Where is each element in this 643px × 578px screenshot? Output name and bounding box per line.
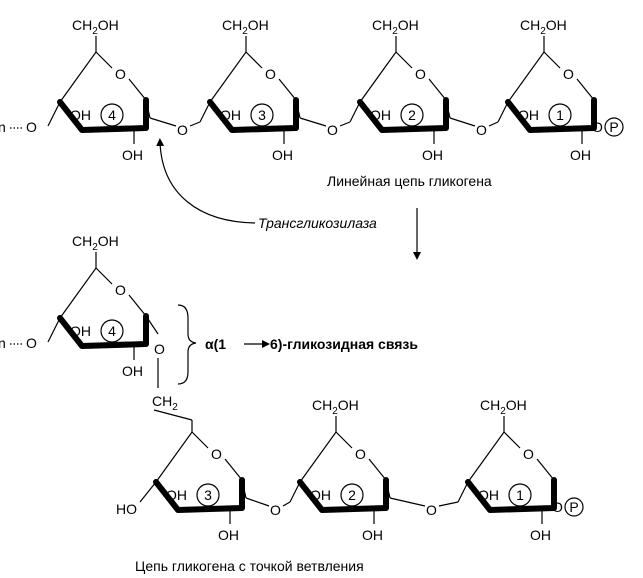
ring-number-circle: [548, 103, 572, 127]
ch2oh-group: CH2OH: [72, 233, 119, 253]
c4-oxygen: O: [26, 335, 37, 351]
branch-ch2: CH2: [152, 393, 178, 413]
ring-number-circle: [100, 319, 124, 343]
bond-label-prefix: α(1: [205, 336, 226, 352]
ring-number: 2: [408, 107, 416, 123]
oh-c3: OH: [310, 487, 331, 503]
oh-c3: OH: [518, 107, 539, 123]
phosphate-circle: [564, 497, 584, 517]
bond-top-3-2-left: [299, 117, 327, 127]
phosphate-label: P: [609, 119, 618, 135]
ring-number: 3: [258, 107, 266, 123]
bond-top-3-2-right: [339, 121, 351, 127]
bond-bottom-3-2-right: [282, 501, 291, 507]
ring-number: 2: [348, 487, 356, 503]
ring-number: 1: [516, 487, 524, 503]
oh-c2: OH: [218, 527, 239, 543]
branched-chain-caption: Цепь гликогена с точкой ветвления: [135, 558, 364, 574]
ring-oxygen: O: [115, 66, 126, 82]
phosphate-label: P: [569, 499, 578, 515]
ring-oxygen: O: [115, 282, 126, 298]
oh-c3: OH: [478, 487, 499, 503]
enzyme-label: Трансгликозилаза: [258, 215, 377, 231]
ch2oh-group: CH2OH: [312, 397, 359, 417]
c4-oxygen: O: [26, 119, 37, 135]
linear-chain-caption: Линейная цепь гликогена: [327, 173, 492, 189]
ring-number: 4: [108, 323, 116, 339]
oh-c3: OH: [70, 107, 91, 123]
bond-brace: [177, 304, 197, 385]
branch-c1-bond: [145, 315, 159, 335]
oh-c2: OH: [122, 147, 143, 163]
ring-oxygen: O: [415, 66, 426, 82]
ring-number-circle: [250, 103, 274, 127]
ring-number: 4: [108, 107, 116, 123]
ring-number: 1: [556, 107, 564, 123]
chain-n: n: [0, 335, 6, 351]
oh-c2: OH: [530, 527, 551, 543]
ring-number-circle: [508, 483, 532, 507]
bond-bottom-3-2-left: [245, 497, 270, 507]
ho-c4: HO: [116, 501, 137, 517]
branch-oxygen: O: [154, 341, 165, 357]
bond-bottom-3-2-oxygen: O: [270, 502, 281, 518]
ch2oh-group: CH2OH: [520, 17, 567, 37]
oh-c2: OH: [122, 363, 143, 379]
ch2oh-group: CH2OH: [480, 397, 527, 417]
bond-label-suffix: 6)-гликозидная связь: [270, 336, 418, 352]
oh-c3: OH: [220, 107, 241, 123]
oh-c3: OH: [166, 487, 187, 503]
ring-number-circle: [340, 483, 364, 507]
transglycosylase-curved-arrow: [156, 138, 256, 224]
c1-oxygen: O: [552, 499, 563, 515]
branch-ch2-c5-bond: [153, 409, 193, 421]
bond-top-2-1-right: [488, 121, 499, 127]
bond-top-3-2-oxygen: O: [327, 122, 338, 138]
ring-oxygen: O: [265, 66, 276, 82]
oh-c2: OH: [422, 147, 443, 163]
ch2oh-group: CH2OH: [222, 17, 269, 37]
ring-oxygen: O: [523, 446, 534, 462]
chain-n: n: [0, 119, 6, 135]
ring-number: 3: [204, 487, 212, 503]
bond-bottom-2-1-right: [438, 501, 459, 507]
bond-top-4-3-oxygen: O: [177, 122, 188, 138]
bond-top-4-3-right: [189, 121, 201, 127]
ring-number-circle: [100, 103, 124, 127]
phosphate-circle: [604, 117, 624, 137]
ring-number-circle: [400, 103, 424, 127]
oh-c3: OH: [370, 107, 391, 123]
ring-oxygen: O: [563, 66, 574, 82]
ring-oxygen: O: [355, 446, 366, 462]
oh-c2: OH: [272, 147, 293, 163]
oh-c2: OH: [570, 147, 591, 163]
oh-c2: OH: [362, 527, 383, 543]
bond-bottom-2-1-left: [389, 497, 426, 507]
oh-c3: OH: [70, 323, 91, 339]
ch2oh-group: CH2OH: [372, 17, 419, 37]
c1-oxygen: O: [592, 119, 603, 135]
ch2oh-group: CH2OH: [72, 17, 119, 37]
bond-top-2-1-oxygen: O: [476, 122, 487, 138]
bond-bottom-2-1-oxygen: O: [426, 502, 437, 518]
ring-number-circle: [196, 483, 220, 507]
ring-oxygen: O: [211, 446, 222, 462]
bond-top-2-1-left: [449, 117, 476, 127]
bond-top-4-3-left: [149, 117, 177, 127]
